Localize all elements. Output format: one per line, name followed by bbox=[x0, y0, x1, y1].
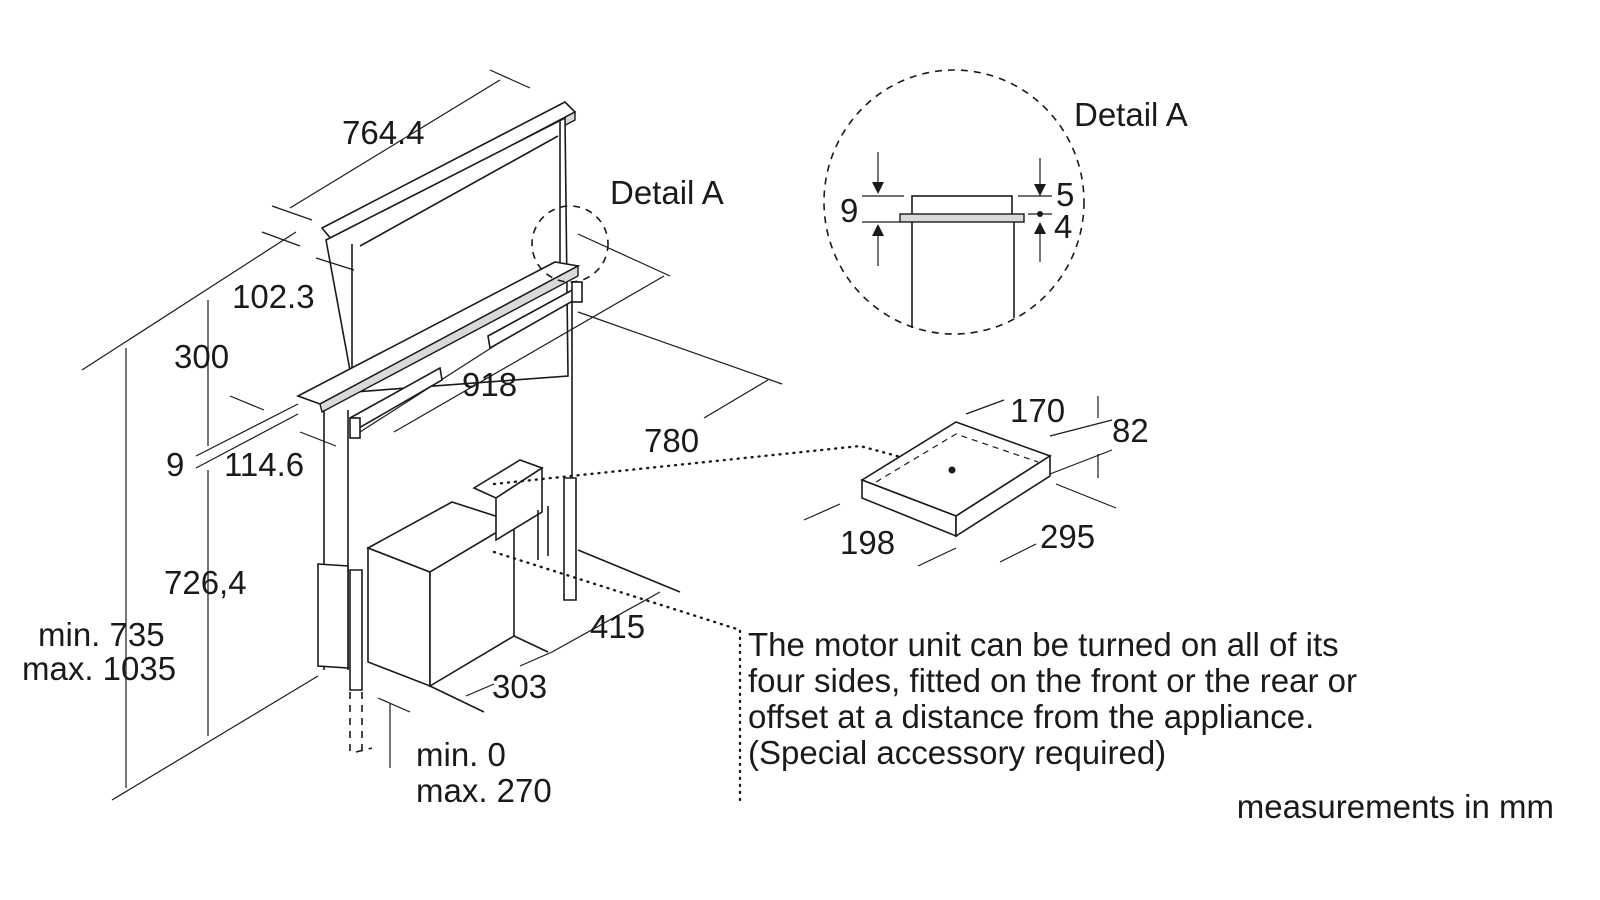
detail-arrowhead-9-top bbox=[872, 182, 884, 194]
motor-note: The motor unit can be turned on all of i… bbox=[748, 626, 1357, 771]
dim-918: 918 bbox=[462, 366, 517, 403]
panel-inner-line bbox=[359, 135, 559, 247]
detail-dim-9: 9 bbox=[840, 192, 858, 229]
note-line-1: The motor unit can be turned on all of i… bbox=[748, 626, 1339, 663]
cutout-box: 170 82 198 295 bbox=[803, 392, 1149, 567]
floor-line-mid bbox=[513, 635, 549, 653]
dim-764: 764.4 bbox=[342, 114, 425, 151]
adjust-foot bbox=[355, 747, 373, 753]
detail-inset-label: Detail A bbox=[1074, 96, 1188, 133]
detail-dim-4: 4 bbox=[1054, 208, 1072, 245]
cutout-dim-82: 82 bbox=[1112, 412, 1149, 449]
leg-rear bbox=[563, 477, 577, 601]
note-line-2: four sides, fitted on the front or the r… bbox=[748, 662, 1357, 699]
dim-line-9-worktop-b bbox=[195, 413, 299, 469]
glass-panel bbox=[325, 116, 569, 393]
detail-a-label: Detail A bbox=[610, 174, 724, 211]
floor-ref-line bbox=[111, 675, 319, 801]
appliance-drawing bbox=[296, 101, 681, 753]
ext-764-l bbox=[271, 205, 313, 221]
cutout-dim-170-line bbox=[965, 399, 1005, 415]
dim-102: 102.3 bbox=[232, 278, 315, 315]
detail-a-circle bbox=[823, 69, 1085, 335]
detail-arrowhead-9-bot bbox=[872, 224, 884, 236]
floor-line-rear bbox=[577, 549, 681, 593]
dim-line-918 bbox=[393, 275, 665, 433]
dim-total-min: min. 735 bbox=[38, 616, 165, 653]
cutout-dim-198: 198 bbox=[840, 524, 895, 561]
dim-line-780 bbox=[703, 379, 769, 419]
dim-total-max: max. 1035 bbox=[22, 650, 176, 687]
tick-9 bbox=[229, 395, 265, 411]
cutout-dim-295: 295 bbox=[1040, 518, 1095, 555]
detail-arrowhead-5 bbox=[1034, 184, 1046, 196]
motor-outlet-side bbox=[495, 466, 543, 542]
ext-918 bbox=[577, 233, 671, 277]
dim-adjust-max: max. 270 bbox=[416, 772, 552, 809]
detail-dot-4 bbox=[1037, 211, 1043, 217]
detail-a-marker bbox=[531, 205, 609, 283]
dim-114: 114.6 bbox=[224, 446, 304, 483]
dim-line-303 bbox=[465, 683, 495, 697]
note-line-3: offset at a distance from the appliance. bbox=[748, 698, 1314, 735]
dim-780: 780 bbox=[644, 422, 699, 459]
ext-adjust-top bbox=[377, 697, 411, 713]
dim-9: 9 bbox=[166, 446, 184, 483]
tick-114 bbox=[299, 431, 337, 447]
detail-trim bbox=[911, 195, 1013, 217]
worktop-strip-front bbox=[319, 264, 579, 414]
units-label: measurements in mm bbox=[1237, 788, 1554, 825]
detail-dim-5: 5 bbox=[1056, 176, 1074, 213]
cutout-ext-198-b bbox=[917, 547, 957, 567]
ext-780 bbox=[577, 311, 783, 385]
dim-line-diag-top bbox=[81, 231, 297, 371]
tick-102-b bbox=[315, 257, 355, 271]
leader-to-note bbox=[492, 550, 742, 802]
cutout-ext-198-a bbox=[803, 503, 841, 521]
cutout-ext-82-bot bbox=[1049, 449, 1113, 475]
cutout-dim-170: 170 bbox=[1010, 392, 1065, 429]
note-line-4: (Special accessory required) bbox=[748, 734, 1166, 771]
dimension-lines bbox=[81, 69, 783, 801]
dim-line-303-tick bbox=[519, 651, 553, 667]
cutout-center-dot bbox=[948, 466, 956, 474]
dim-line-9-worktop bbox=[195, 403, 299, 457]
cutout-side bbox=[955, 454, 1051, 538]
side-panel bbox=[317, 563, 349, 669]
ext-764-r bbox=[489, 69, 531, 89]
bracket-front-foot bbox=[349, 417, 361, 439]
cutout-ext-82-top bbox=[1049, 419, 1113, 437]
cutout-inner-dashed bbox=[875, 433, 1039, 483]
leg-front bbox=[349, 569, 363, 691]
dim-300: 300 bbox=[174, 338, 229, 375]
dim-line-415 bbox=[551, 591, 661, 653]
tick-102-a bbox=[261, 231, 301, 247]
dim-726: 726,4 bbox=[164, 564, 247, 601]
bracket-rear-foot bbox=[571, 281, 583, 303]
dim-adjust-min: min. 0 bbox=[416, 736, 506, 773]
cutout-ext-295-a bbox=[999, 543, 1037, 563]
floor-line-front bbox=[429, 685, 485, 713]
detail-arrowhead-4 bbox=[1034, 222, 1046, 234]
cutout-ext-295-b bbox=[1055, 483, 1117, 509]
detail-a-inset: Detail A 9 5 4 bbox=[823, 69, 1188, 335]
dim-415: 415 bbox=[590, 608, 645, 645]
detail-worktop bbox=[899, 213, 1025, 223]
dim-line-764 bbox=[289, 79, 501, 209]
dim-303: 303 bbox=[492, 668, 547, 705]
